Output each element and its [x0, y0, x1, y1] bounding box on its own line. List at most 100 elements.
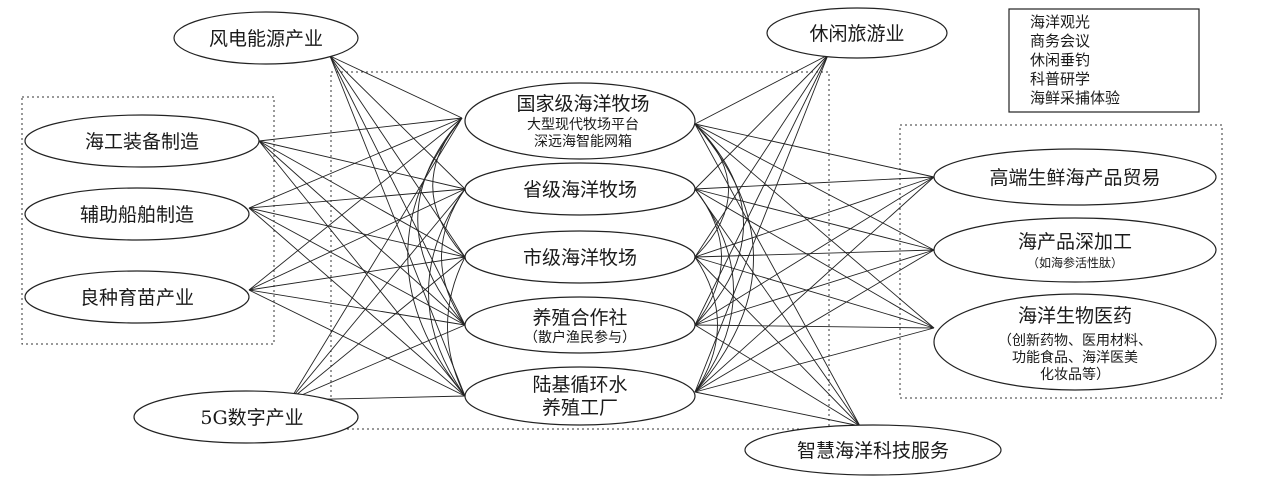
connector-line — [694, 123, 935, 329]
connector-line — [248, 207, 466, 397]
connector-line — [694, 123, 935, 178]
connector-curve — [428, 188, 466, 397]
connector-line — [694, 249, 935, 326]
connector-line — [694, 256, 861, 427]
connector-line — [694, 54, 829, 190]
land-recirc-label-line1: 陆基循环水 — [532, 374, 627, 396]
connector-line — [248, 256, 466, 291]
connector-line — [329, 55, 466, 397]
connector-line — [289, 256, 466, 401]
connector-curve — [694, 188, 734, 393]
connector-line — [694, 188, 935, 329]
connector-line — [248, 289, 466, 397]
connector-curve — [441, 188, 466, 326]
municipal-ranch-label: 市级海洋牧场 — [523, 247, 637, 269]
bio-pharma-sub1: （创新药物、医用材料、 — [998, 333, 1152, 349]
aquaculture-coop-label: 养殖合作社 — [532, 307, 627, 329]
marine-equipment-label: 海工装备制造 — [85, 131, 199, 153]
connector-line — [694, 249, 935, 393]
tourism-list-box — [1008, 8, 1200, 113]
connector-line — [694, 391, 861, 427]
national-ranch-sub1: 大型现代牧场平台 — [527, 117, 639, 133]
connector-line — [694, 176, 935, 393]
leisure-tourism-label: 休闲旅游业 — [809, 23, 904, 45]
connector-line — [694, 54, 829, 125]
connector-line — [248, 117, 463, 291]
aquaculture-coop-node — [464, 296, 696, 354]
center-group-box — [330, 71, 830, 430]
seafood-trade-label: 高端生鲜海产品贸易 — [989, 167, 1160, 189]
connector-line — [694, 123, 935, 251]
connector-line — [694, 327, 935, 393]
seed-breeding-node — [24, 270, 250, 324]
connector-line — [694, 54, 829, 258]
connector-line — [258, 117, 463, 142]
connector-line — [694, 256, 935, 329]
deep-processing-node — [933, 217, 1217, 283]
connector-line — [289, 188, 466, 401]
connector-line — [289, 324, 466, 401]
smart-tech-node — [744, 424, 1002, 476]
bio-pharma-sub3: 化妆品等） — [1040, 366, 1110, 383]
national-ranch-label: 国家级海洋牧场 — [516, 93, 649, 115]
connector-line — [694, 123, 861, 427]
connector-line — [694, 249, 935, 258]
aux-ship-node — [24, 187, 250, 241]
connector-curve — [694, 123, 729, 258]
connector-line — [289, 117, 463, 401]
connector-lines — [248, 54, 935, 427]
connector-curve — [447, 256, 466, 397]
tourism-list-item: 海鲜采捕体验 — [1030, 89, 1120, 107]
connector-curve — [694, 188, 722, 326]
smart-tech-label: 智慧海洋科技服务 — [797, 440, 949, 462]
aux-ship-label: 辅助船舶制造 — [80, 204, 194, 226]
connector-line — [248, 188, 466, 291]
national-ranch-node — [464, 82, 696, 160]
bio-pharma-label: 海洋生物医药 — [1018, 305, 1132, 327]
node-ellipses — [24, 7, 1217, 476]
connector-line — [694, 176, 935, 326]
tourism-list-item: 海洋观光 — [1030, 13, 1090, 31]
marine-equipment-node — [24, 114, 260, 168]
bio-pharma-node — [933, 293, 1217, 391]
tourism-list-item: 科普研学 — [1030, 70, 1090, 88]
connector-line — [258, 140, 466, 397]
connector-line — [248, 188, 466, 209]
wind-power-node — [173, 11, 359, 65]
bio-pharma-sub2: 功能食品、海洋医美 — [1012, 349, 1138, 366]
connector-curve — [694, 123, 754, 393]
tourism-list-item: 休闲垂钓 — [1030, 51, 1090, 69]
seafood-trade-node — [933, 148, 1217, 206]
fiveg-digital-label: 5G数字产业 — [200, 407, 303, 429]
land-recirc-node — [464, 366, 696, 426]
deep-processing-label: 海产品深加工 — [1018, 231, 1132, 253]
connector-curve — [694, 256, 718, 393]
fiveg-digital-node — [133, 390, 359, 444]
seed-breeding-label: 良种育苗产业 — [80, 287, 194, 309]
connector-line — [248, 117, 463, 209]
connector-line — [694, 54, 829, 326]
connector-line — [694, 324, 935, 329]
connector-line — [694, 188, 935, 251]
tourism-list-item: 商务会议 — [1030, 32, 1090, 50]
connector-curve — [417, 117, 466, 326]
connector-line — [329, 55, 466, 326]
provincial-ranch-node — [464, 162, 696, 216]
provincial-ranch-label: 省级海洋牧场 — [523, 179, 637, 201]
connector-line — [694, 324, 861, 427]
deep-processing-sub1: （如海参活性肽） — [1027, 255, 1123, 270]
connector-line — [258, 140, 466, 190]
wind-power-label: 风电能源产业 — [209, 28, 323, 50]
municipal-ranch-node — [464, 230, 696, 284]
leisure-tourism-node — [766, 7, 948, 59]
connector-line — [248, 207, 466, 258]
connector-line — [694, 188, 861, 427]
connector-line — [329, 55, 466, 258]
connector-line — [694, 176, 935, 190]
connector-line — [329, 55, 463, 119]
left-group-box — [21, 96, 275, 345]
aquaculture-coop-sub1: （散户渔民参与） — [524, 329, 636, 346]
connector-line — [258, 140, 466, 326]
national-ranch-sub2: 深远海智能网箱 — [534, 134, 632, 150]
